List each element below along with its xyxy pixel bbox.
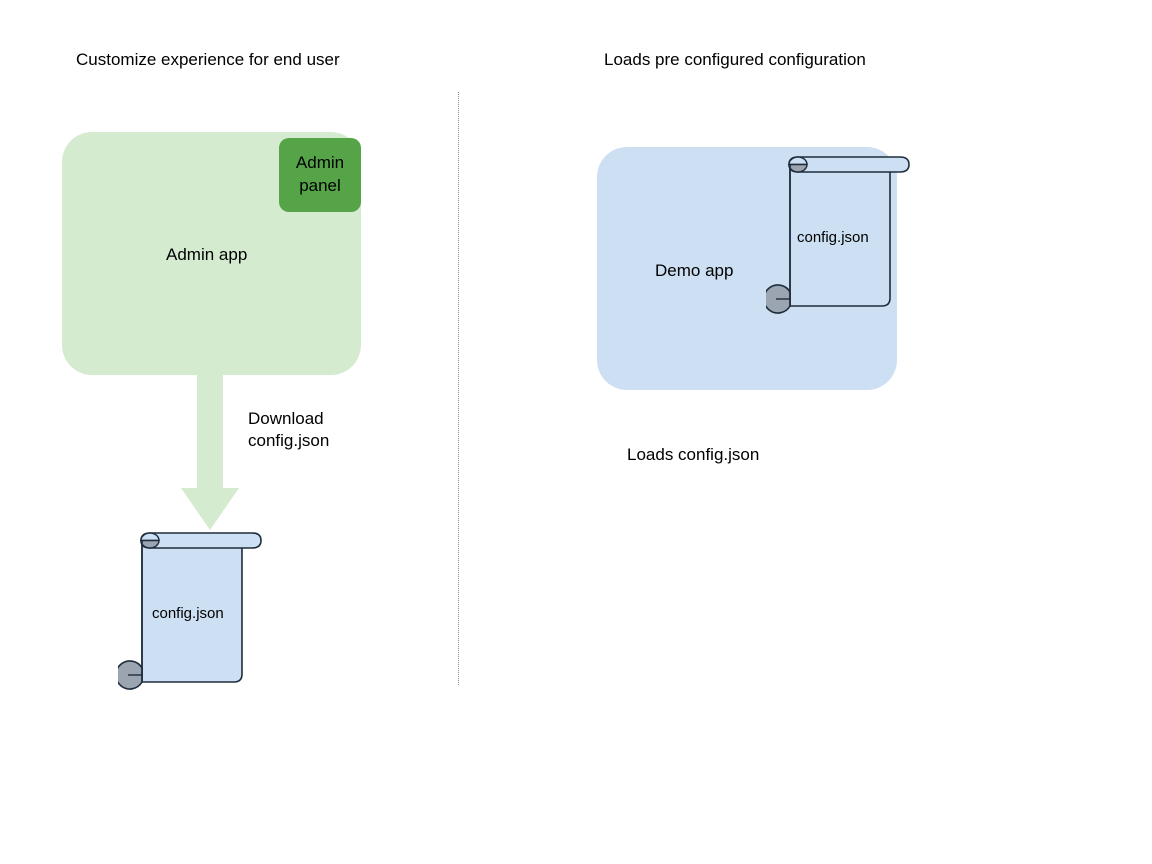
admin-panel-label: Admin panel [295,153,345,195]
config-json-scroll-document-icon-right [766,156,910,314]
demo-app-label: Demo app [655,261,734,280]
left-column-heading: Customize experience for end user [76,50,340,69]
vertical-dotted-divider-icon [458,92,459,685]
download-arrow-label: Download config.json [248,409,330,451]
admin-app-label: Admin app [166,245,248,264]
admin-panel-box[interactable]: Admin panel [279,138,361,212]
config-json-scroll-document-icon [118,532,262,690]
download-arrow-icon [181,370,239,530]
right-column-heading: Loads pre configured configuration [604,50,866,69]
loads-config-caption: Loads config.json [627,445,760,464]
